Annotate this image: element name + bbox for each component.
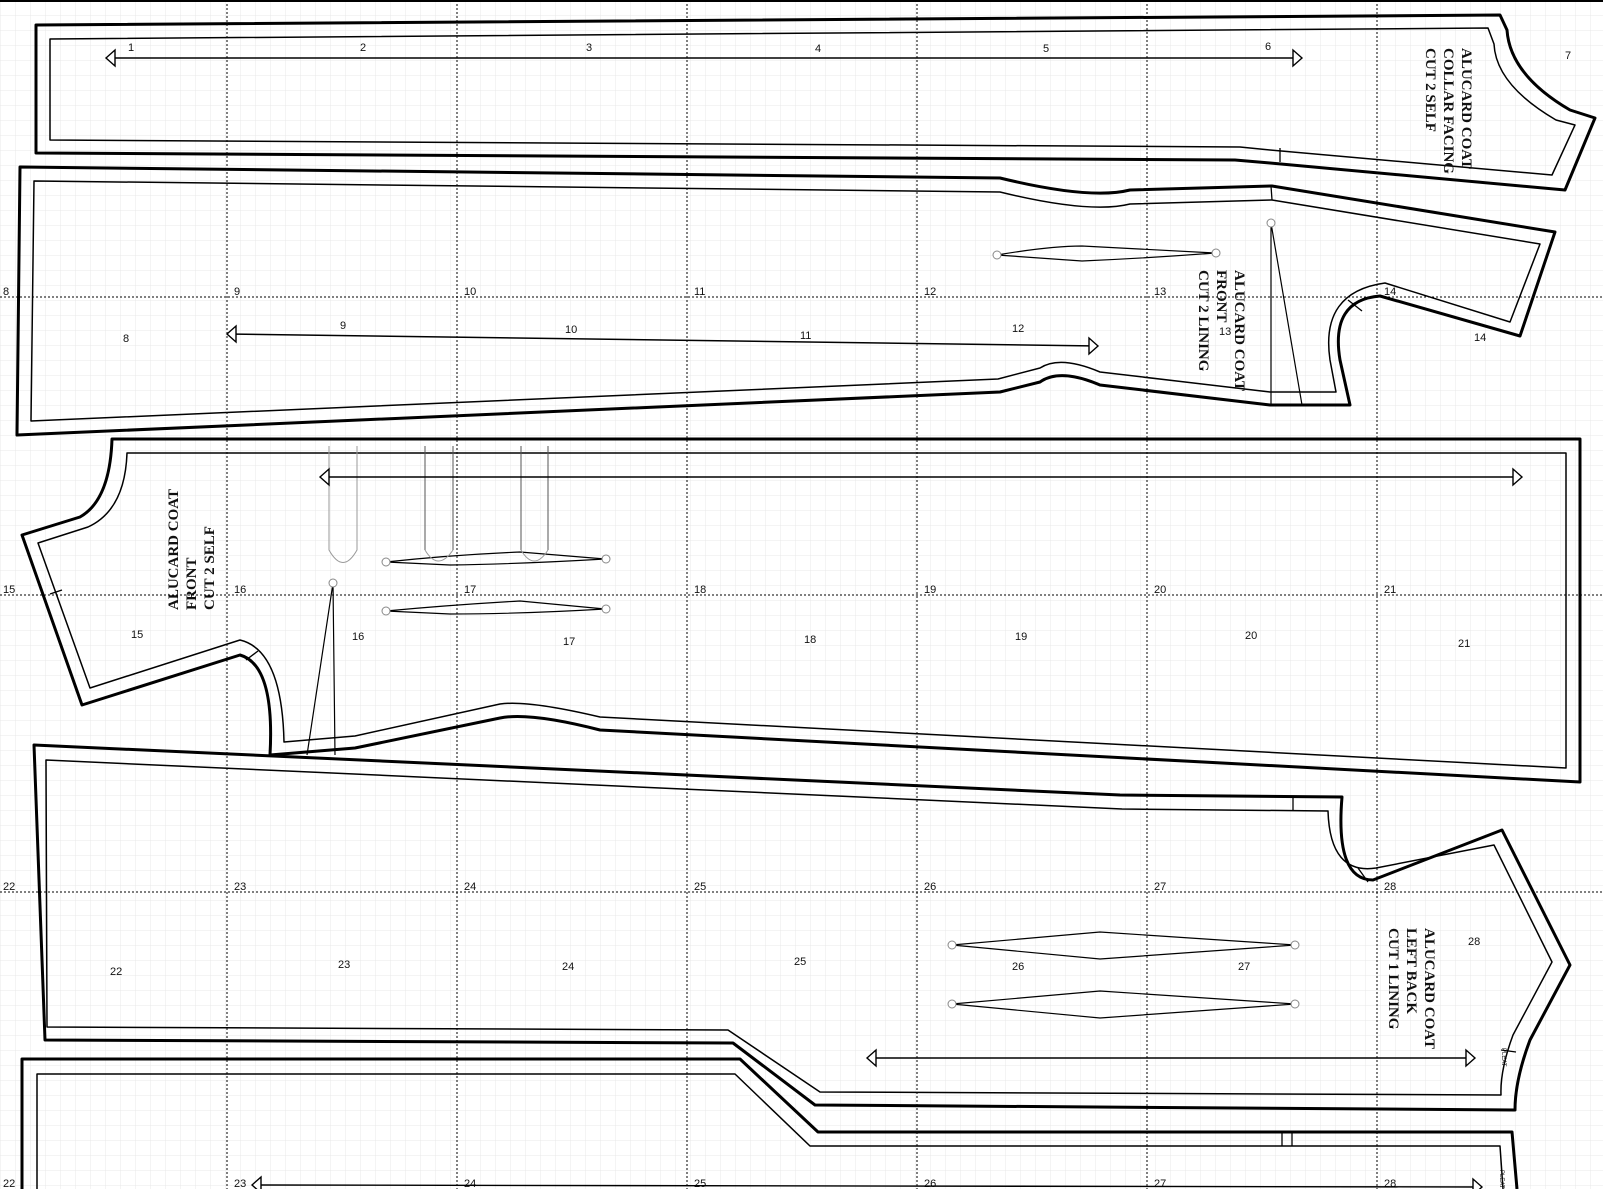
tile-number: 17 <box>563 636 575 648</box>
back-lining-grainline <box>865 1048 1477 1068</box>
tile-line-label: 17 <box>464 584 476 596</box>
front-lining-piece: ALUCARD COAT FRONT CUT 2 LINING <box>15 165 1557 437</box>
front-lining-title: ALUCARD COAT FRONT CUT 2 LINING <box>1195 270 1247 394</box>
tile-line-label-bottom: 22 <box>3 1178 15 1189</box>
tile-number: 18 <box>804 634 816 646</box>
tile-line-label: 16 <box>234 584 246 596</box>
front-lining-cutting-line <box>15 165 1557 437</box>
tile-number: 6 <box>1265 41 1271 53</box>
tile-number: 2 <box>360 42 366 54</box>
front-self-sewing-line <box>37 452 1567 769</box>
tile-line-label: 26 <box>924 881 936 893</box>
tile-number: 16 <box>352 631 364 643</box>
tile-number: 28 <box>1468 936 1480 948</box>
back-lining-title: ALUCARD COAT LEFT BACK CUT 1 LINING <box>1385 928 1437 1052</box>
front-self-darts <box>306 446 611 756</box>
back-lining-piece: ALUCARD COAT LEFT BACK CUT 1 LINING PLEA… <box>32 743 1572 1112</box>
front-lining-grainline <box>225 324 1100 356</box>
tile-number: 10 <box>565 324 577 336</box>
tile-line-labels: 8 9 10 11 12 13 14 15 16 17 18 19 20 21 22 23 24 25 26 27 28… <box>3 286 1396 1189</box>
tile-number: 13 <box>1219 326 1231 338</box>
tile-number: 11 <box>800 330 811 342</box>
collar-cutting-line <box>34 13 1597 192</box>
pleat-notch-text: PLEAT <box>1500 1048 1506 1067</box>
tile-number: 1 <box>128 42 134 54</box>
tile-line-label: 14 <box>1384 286 1396 298</box>
tile-line-label: 28 <box>1384 881 1396 893</box>
tile-number: 8 <box>123 333 129 345</box>
bottom-grainline <box>250 1175 1484 1189</box>
tile-line-label: 18 <box>694 584 706 596</box>
tile-line-label: 20 <box>1154 584 1166 596</box>
tile-number: 25 <box>794 956 806 968</box>
back-lining-darts <box>947 931 1300 1019</box>
tile-number: 20 <box>1245 630 1257 642</box>
tile-line-label: 24 <box>464 881 476 893</box>
tile-line-label: 11 <box>694 286 705 298</box>
tile-line-label-bottom: 28 <box>1384 1178 1396 1189</box>
tile-line-label: 27 <box>1154 881 1166 893</box>
tile-number: 26 <box>1012 961 1024 973</box>
tile-number: 22 <box>110 966 122 978</box>
tile-number: 12 <box>1012 323 1024 335</box>
tile-line-label: 10 <box>464 286 476 298</box>
back-lining-sewing-line <box>45 759 1553 1096</box>
tile-number: 15 <box>131 629 143 641</box>
front-self-title: ALUCARD COAT FRONT CUT 2 SELF <box>166 486 218 610</box>
collar-grainline <box>104 48 1304 68</box>
collar-sewing-line <box>49 27 1576 176</box>
front-self-cutting-line <box>20 437 1582 784</box>
tile-line-label-bottom: 26 <box>924 1178 936 1189</box>
front-lining-sewing-line <box>30 180 1541 422</box>
tile-line-label: 23 <box>234 881 246 893</box>
tile-line-label: 9 <box>234 286 240 298</box>
bottom-piece: PLEAT <box>20 1057 1519 1189</box>
front-lining-dart <box>992 218 1303 406</box>
tile-number: 24 <box>562 961 574 973</box>
tile-line-label: 13 <box>1154 286 1166 298</box>
tile-line-label: 22 <box>3 881 15 893</box>
front-self-grainline <box>318 467 1524 487</box>
tile-number: 27 <box>1238 961 1250 973</box>
front-self-piece: ALUCARD COAT FRONT CUT 2 SELF <box>20 437 1582 784</box>
tile-number: 23 <box>338 959 350 971</box>
tile-number: 5 <box>1043 43 1049 55</box>
tile-line-label-bottom: 24 <box>464 1178 476 1189</box>
tile-line-label: 21 <box>1384 584 1396 596</box>
tile-line-label: 19 <box>924 584 936 596</box>
tile-line-label: 15 <box>3 584 15 596</box>
collar-facing-piece: ALUCARD COAT COLLAR FACING CUT 2 SELF <box>34 13 1597 192</box>
tile-number: 4 <box>815 43 821 55</box>
pleat-notch-text-bottom: PLEAT <box>1498 1170 1504 1189</box>
tile-line-label: 8 <box>3 286 9 298</box>
tile-number: 9 <box>340 320 346 332</box>
bottom-cutting-line <box>20 1057 1519 1189</box>
tile-number: 7 <box>1565 50 1571 62</box>
tile-line-label-bottom: 25 <box>694 1178 706 1189</box>
tile-number: 3 <box>586 42 592 54</box>
tile-line-label-bottom: 23 <box>234 1178 246 1189</box>
bottom-sewing-line <box>36 1073 1504 1189</box>
collar-title: ALUCARD COAT COLLAR FACING CUT 2 SELF <box>1422 48 1474 178</box>
tile-number: 21 <box>1458 638 1470 650</box>
tile-line-label: 25 <box>694 881 706 893</box>
back-lining-cutting-line <box>32 743 1572 1112</box>
tile-number: 19 <box>1015 631 1027 643</box>
tile-line-label-bottom: 27 <box>1154 1178 1166 1189</box>
tile-line-label: 12 <box>924 286 936 298</box>
tile-number: 14 <box>1474 332 1486 344</box>
